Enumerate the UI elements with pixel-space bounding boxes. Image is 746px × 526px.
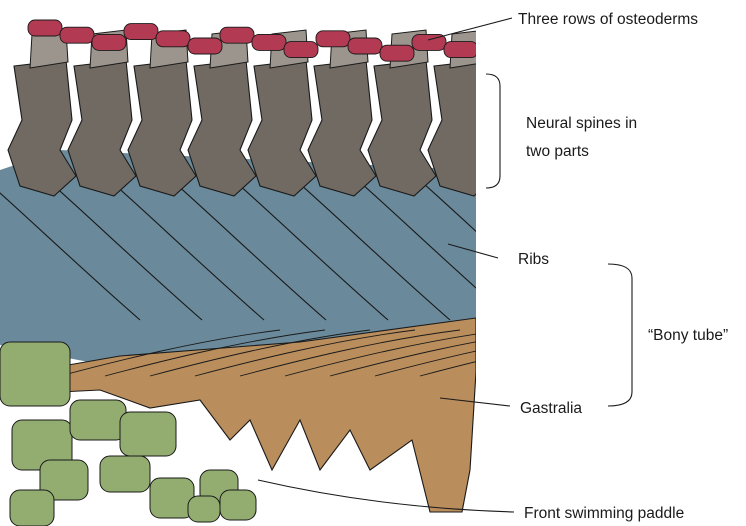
neural-spines: [8, 30, 496, 196]
osteoderm-plate: [124, 24, 158, 40]
bony-tube-bracket: [608, 264, 632, 406]
neural-spine-lower: [188, 60, 256, 196]
neural-spine-lower: [308, 60, 376, 196]
label-bony-tube: “Bony tube”: [648, 327, 728, 344]
label-paddle: Front swimming paddle: [524, 505, 684, 522]
neural-spine-lower: [248, 60, 316, 196]
neural-spine-lower: [428, 60, 496, 196]
osteoderm-plate: [284, 42, 318, 58]
paddle-bone: [70, 400, 126, 440]
osteoderm-plate: [316, 31, 350, 47]
paddle-bone: [150, 478, 194, 518]
label-neural-spines-2: two parts: [526, 143, 589, 160]
label-gastralia: Gastralia: [520, 400, 582, 417]
osteoderm-plate: [188, 38, 222, 54]
paddle-bone: [100, 456, 150, 492]
paddle-bone: [0, 342, 70, 406]
osteoderm-plate: [92, 34, 126, 50]
neural-spine-lower: [368, 60, 436, 196]
label-ribs: Ribs: [518, 251, 549, 268]
paddle-bone: [120, 412, 176, 456]
label-osteoderms: Three rows of osteoderms: [518, 11, 698, 28]
paddle-leader: [258, 480, 514, 512]
osteoderm-plate: [28, 20, 62, 36]
label-neural-spines-1: Neural spines in: [526, 115, 637, 132]
neural-spine-lower: [128, 60, 196, 196]
osteoderm-plate: [252, 34, 286, 50]
paddle-bone: [10, 490, 54, 526]
neural-spines-bracket: [486, 74, 500, 188]
osteoderm-plate: [380, 45, 414, 61]
paddle-bone: [220, 490, 256, 520]
skeleton-illustration: [0, 20, 640, 526]
paddle-bone: [188, 496, 220, 522]
osteoderm-plate: [220, 27, 254, 43]
neural-spine-lower: [68, 60, 136, 196]
osteoderm-plate: [60, 27, 94, 43]
osteoderm-plate: [156, 31, 190, 47]
neural-spine-lower: [8, 60, 76, 196]
osteoderm-plate: [348, 38, 382, 54]
osteoderm-plate: [444, 42, 478, 58]
